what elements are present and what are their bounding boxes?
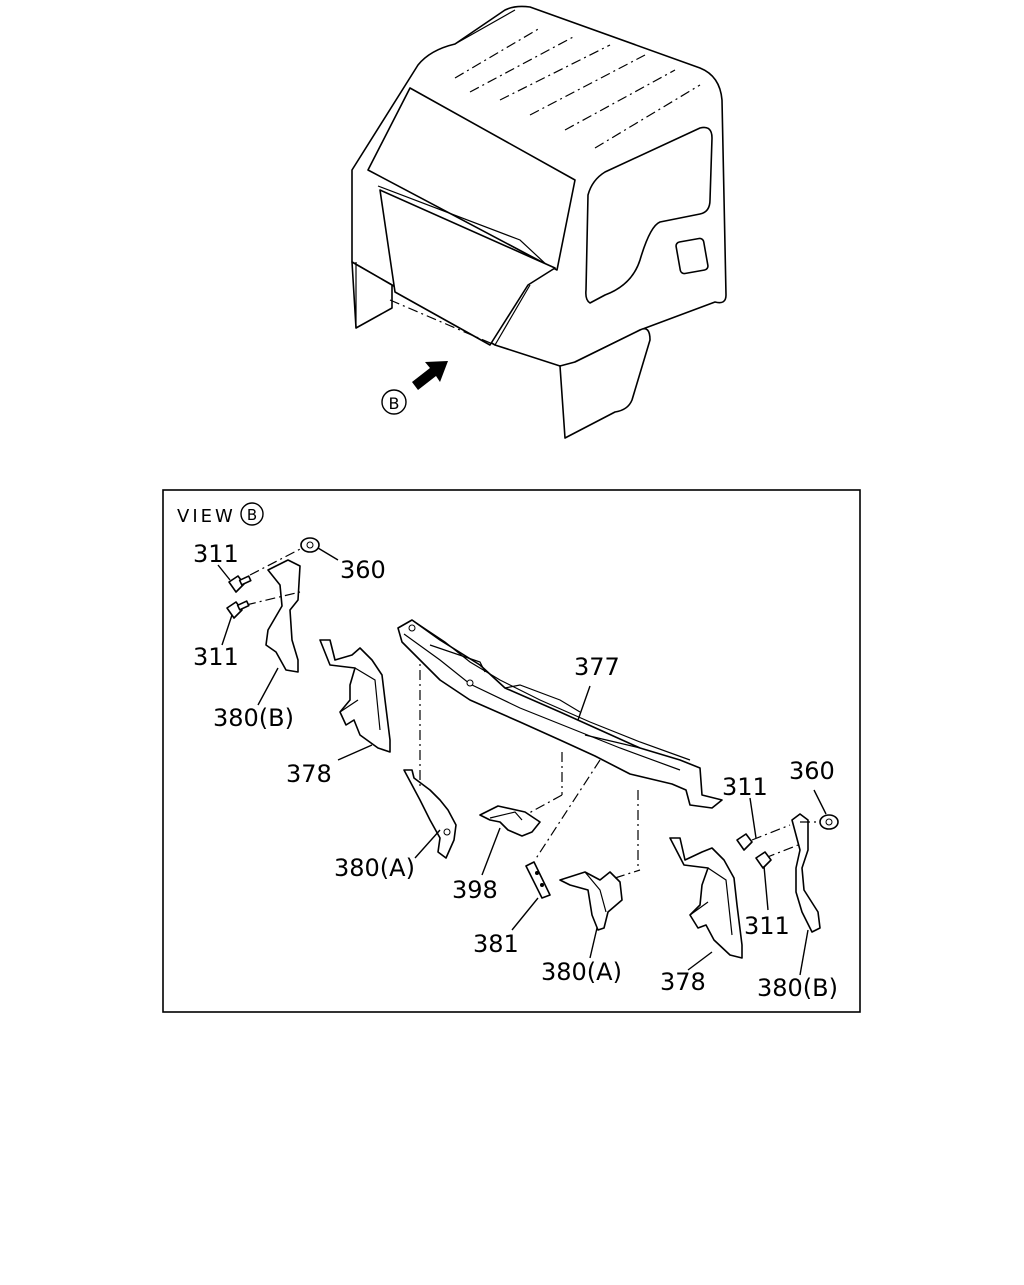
bolt-icon (755, 851, 772, 869)
callout-398: 398 (452, 876, 498, 904)
callout-360-right: 360 (789, 757, 835, 785)
callout-380b-left: 380(B) (213, 704, 294, 732)
callout-311-right-lower: 311 (744, 912, 790, 940)
bolt-icon (736, 833, 753, 851)
view-title-circle (240, 502, 264, 526)
callout-311-right-upper: 311 (722, 773, 768, 801)
center-bracket-a (559, 871, 623, 931)
left-bracket-b (226, 537, 320, 673)
plate-398 (479, 805, 541, 837)
leader-lines (217, 547, 827, 976)
callout-labels: 311 311 360 380(B) 378 380(A) 377 398 38… (193, 540, 838, 1002)
shim-381 (525, 861, 551, 899)
callout-378-left: 378 (286, 760, 332, 788)
left-stay (319, 639, 391, 753)
callout-311-left-lower: 311 (193, 643, 239, 671)
right-stay (669, 837, 743, 959)
callout-311-left-upper: 311 (193, 540, 239, 568)
view-title-marker: B (247, 506, 257, 524)
callout-360-left: 360 (340, 556, 386, 584)
cab-illustration: B (351, 5, 727, 439)
callout-381: 381 (473, 930, 519, 958)
bolt-icon (228, 575, 252, 593)
view-box (162, 489, 861, 1013)
callout-377: 377 (574, 653, 620, 681)
callout-380b-right: 380(B) (757, 974, 838, 1002)
view-title: VIEW (177, 506, 236, 527)
callout-380a-center: 380(A) (541, 958, 622, 986)
left-bracket-a (403, 769, 457, 859)
bolt-icon (226, 600, 250, 619)
callout-380a-left: 380(A) (334, 854, 415, 882)
callout-378-right: 378 (660, 968, 706, 996)
crossmember (397, 619, 723, 809)
view-marker-circle (381, 389, 407, 415)
right-bracket-b (736, 813, 839, 933)
view-marker-label: B (389, 394, 400, 413)
view-arrow (412, 361, 448, 390)
